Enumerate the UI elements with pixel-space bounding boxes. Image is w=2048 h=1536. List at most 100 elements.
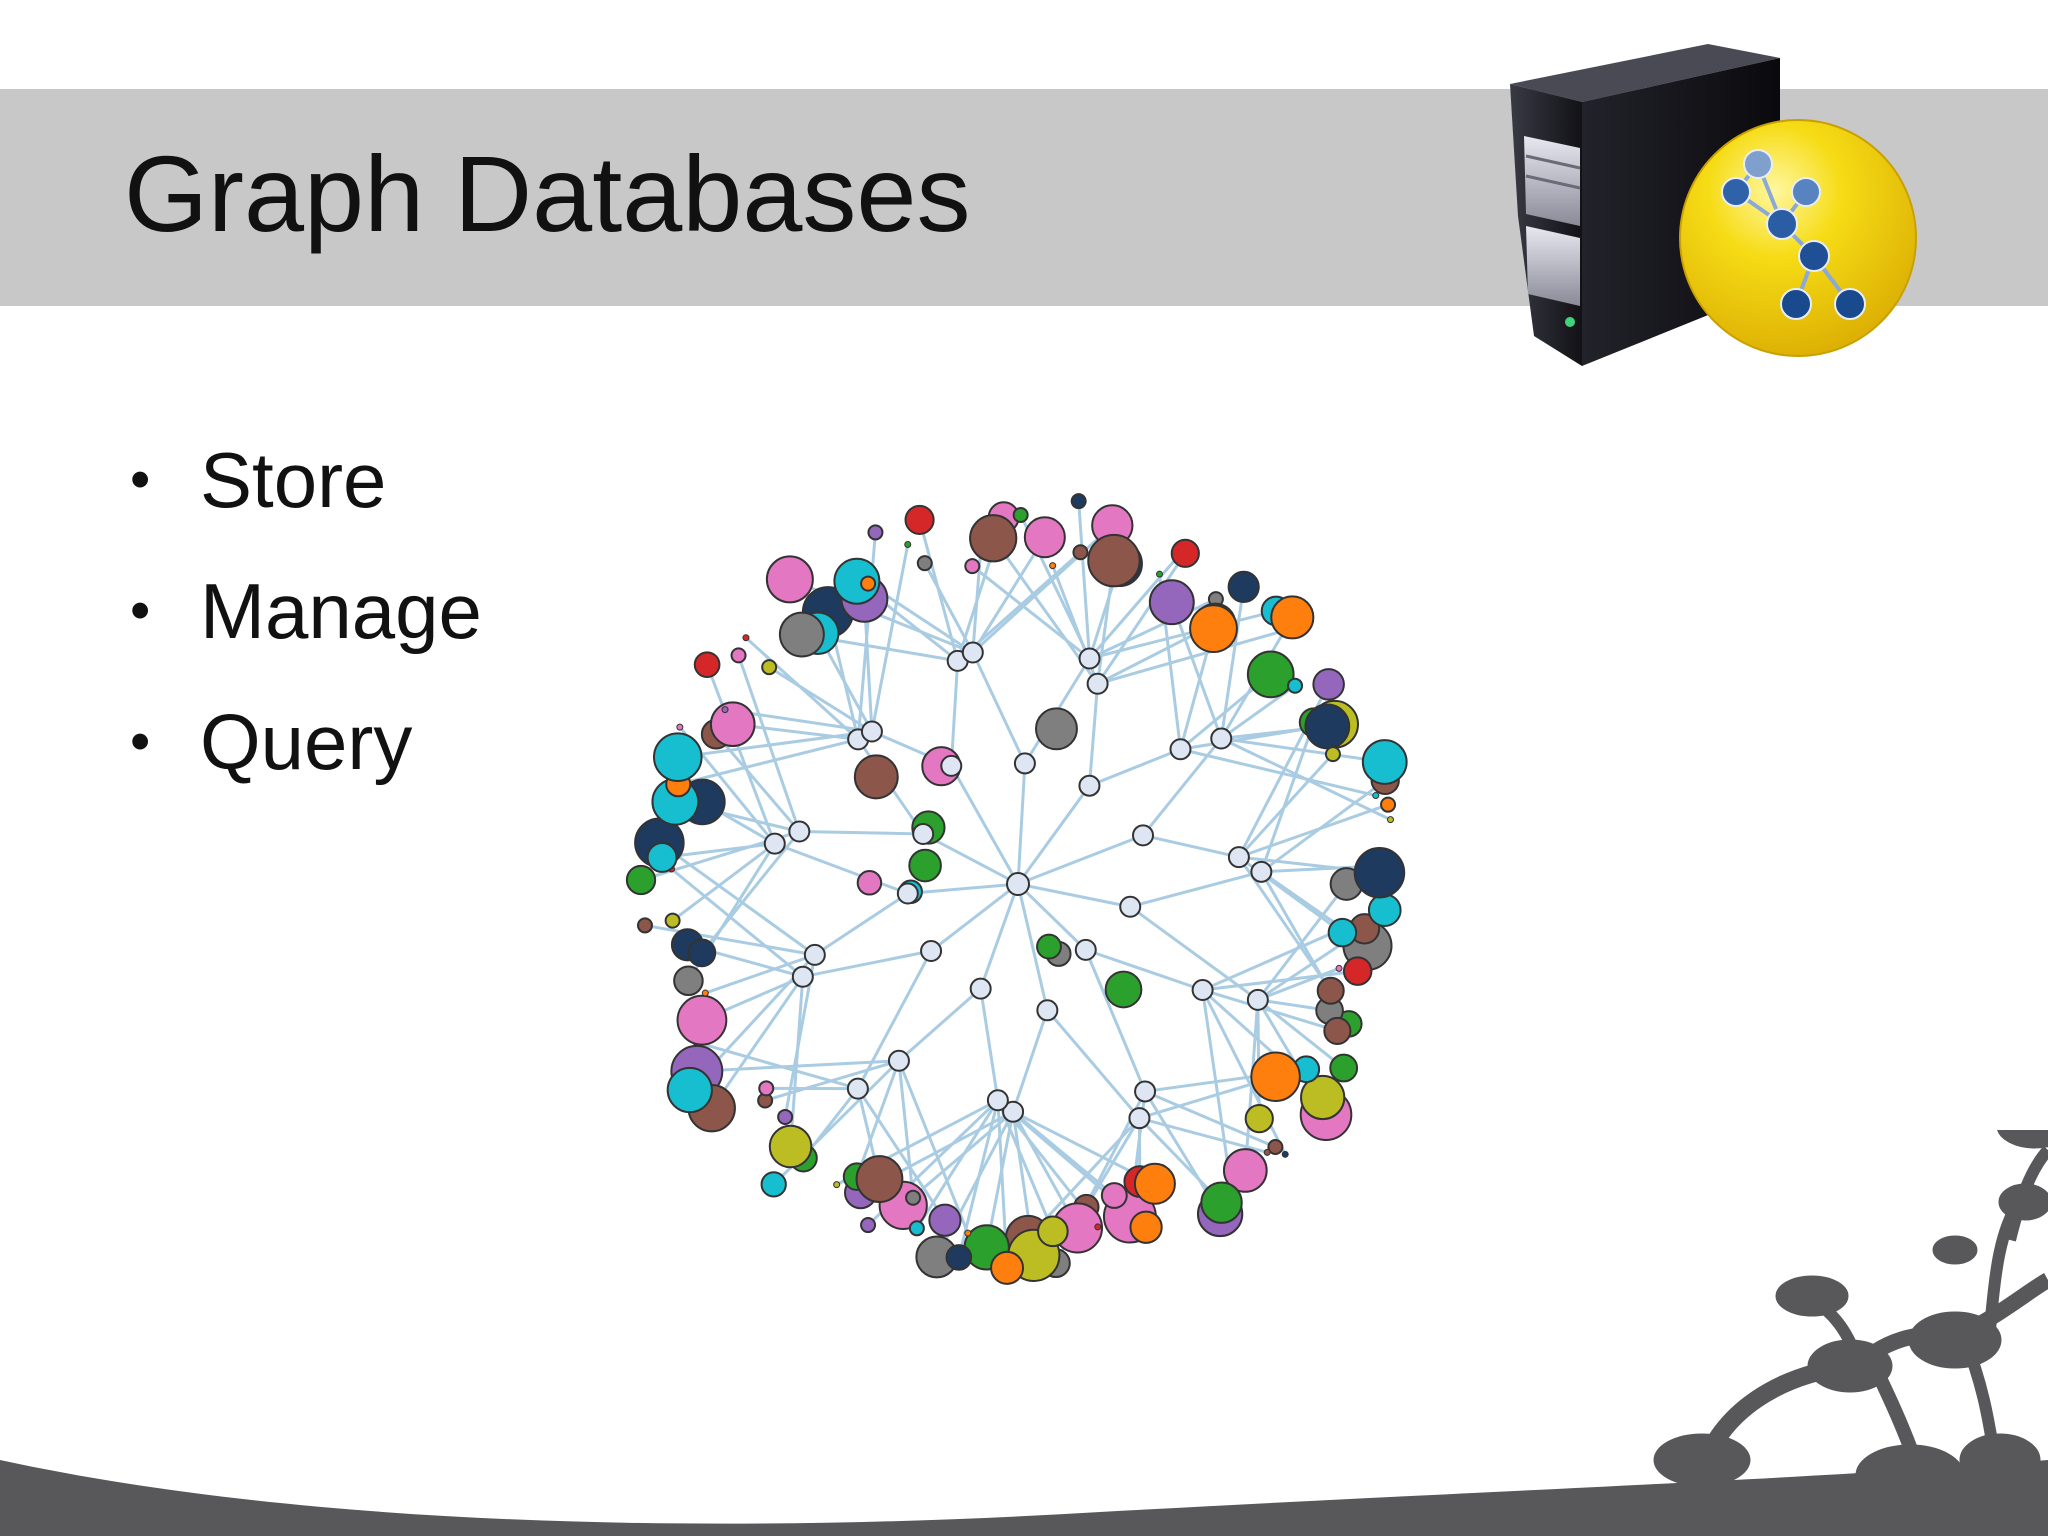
graph-edge <box>1087 683 1100 786</box>
graph-leaf-node <box>1281 1150 1289 1158</box>
graph-edge <box>677 730 873 759</box>
graph-edge <box>705 664 777 845</box>
graph-leaf-node <box>1246 650 1295 699</box>
graph-leaf-node <box>1342 956 1373 986</box>
graph-edge <box>802 949 932 979</box>
graph-edge <box>996 1099 1055 1232</box>
graph-leaf-node <box>1049 562 1057 570</box>
graph-leaf-node <box>905 1189 922 1206</box>
graph-edge <box>856 950 933 1090</box>
graph-hub-node <box>1078 774 1101 797</box>
slide-title: Graph Databases <box>124 133 971 254</box>
graph-leaf-node <box>1133 1162 1176 1205</box>
graph-hub-node <box>896 882 919 905</box>
graph-leaf-node <box>1222 1148 1268 1193</box>
graph-edge <box>695 1040 859 1091</box>
graph-edge <box>979 883 1020 990</box>
graph-hub-node <box>986 1089 1009 1112</box>
graph-leaf-node <box>908 1220 925 1237</box>
graph-leaf-node <box>1327 917 1358 948</box>
bullet-dot-icon: • <box>130 578 151 643</box>
graph-edge <box>949 765 1020 885</box>
graph-leaf-node <box>1263 1148 1271 1156</box>
graph-hub-node <box>1128 1107 1151 1130</box>
graph-leaf-node <box>1087 533 1141 588</box>
graph-leaf-node <box>1323 1016 1352 1045</box>
graph-leaf-node <box>721 706 729 714</box>
bullet-text: Store <box>200 436 387 524</box>
graph-leaf-node <box>1367 893 1402 927</box>
graph-hub-node <box>1246 988 1269 1011</box>
graph-edge <box>1141 737 1223 837</box>
graph-edge <box>1088 747 1182 788</box>
graph-edge <box>799 830 924 836</box>
graph-leaf-node <box>908 848 942 883</box>
graph-hub-node <box>1074 938 1097 961</box>
graph-edge <box>971 651 1027 765</box>
graph-leaf-node <box>646 842 678 873</box>
graph-leaf-node <box>990 1250 1025 1285</box>
graph-edge <box>915 1099 1000 1230</box>
graph-edge <box>897 1060 915 1198</box>
graph-leaf-node <box>1300 1074 1346 1121</box>
graph-leaf-node <box>1037 1215 1069 1248</box>
tower-top <box>1510 44 1780 102</box>
graph-hub-node <box>1169 738 1192 761</box>
graph-edge <box>1017 882 1131 909</box>
graph-edge <box>1129 870 1262 909</box>
graph-edge <box>1016 763 1027 885</box>
network-silhouette-decoration <box>0 1130 2048 1536</box>
graph-leaf-node <box>768 1124 813 1169</box>
graph-hub-node <box>1227 846 1250 869</box>
graph-hub-node <box>1013 752 1036 775</box>
graph-leaf-node <box>1035 707 1078 751</box>
graph-leaf-node <box>1227 570 1260 603</box>
graph-edge <box>870 544 910 732</box>
graph-edge <box>856 1087 947 1222</box>
graph-leaf-node <box>833 1181 841 1189</box>
graph-leaf-node <box>730 647 747 664</box>
graph-leaf-node <box>1070 493 1087 510</box>
graph-edge <box>704 953 816 995</box>
graph-hub-node <box>1086 672 1109 695</box>
graph-leaf-node <box>928 1203 962 1237</box>
graph-hub-node <box>860 720 883 743</box>
graph-hub-node <box>791 965 814 988</box>
graph-leaf-node <box>1335 964 1343 972</box>
graph-leaf-node <box>625 864 657 896</box>
graph-edge <box>1170 601 1223 740</box>
graph-hub-node <box>1002 1100 1025 1123</box>
graph-leaf-node <box>693 651 721 679</box>
graph-hub-node <box>1210 727 1233 750</box>
graph-hub-node <box>961 641 984 664</box>
graph-edge <box>930 882 1019 953</box>
graph-hub-node <box>1250 860 1273 883</box>
graph-edge <box>1144 1090 1276 1149</box>
graph-edge <box>971 524 1114 654</box>
graph-edge <box>1085 948 1204 992</box>
graph-edge <box>768 665 873 733</box>
graph-edge <box>1096 552 1187 685</box>
bullet-manage: • Manage <box>124 561 482 692</box>
graph-edge <box>1142 833 1240 859</box>
graph-leaf-node <box>1386 816 1394 824</box>
bullet-query: • Query <box>124 692 482 823</box>
graph-edge <box>1202 969 1358 992</box>
graph-leaf-node <box>1361 739 1408 785</box>
graph-hub-node <box>1191 978 1214 1001</box>
graph-leaf-node <box>709 701 756 748</box>
graph-edge <box>1016 883 1049 1011</box>
graph-edge <box>897 987 982 1062</box>
graph-leaf-node <box>964 558 981 575</box>
graph-leaf-node <box>1324 746 1341 763</box>
graph-edge <box>774 842 909 895</box>
graph-leaf-node <box>673 965 704 997</box>
graph-leaf-node <box>916 555 933 572</box>
graph-leaf-node <box>687 938 717 968</box>
bullet-text: Manage <box>200 567 482 655</box>
graph-leaf-node <box>1148 579 1195 626</box>
graph-edge <box>802 1087 860 1160</box>
graph-leaf-node <box>856 870 883 896</box>
graph-leaf-node <box>904 540 912 548</box>
graph-leaf-node <box>1270 595 1315 640</box>
